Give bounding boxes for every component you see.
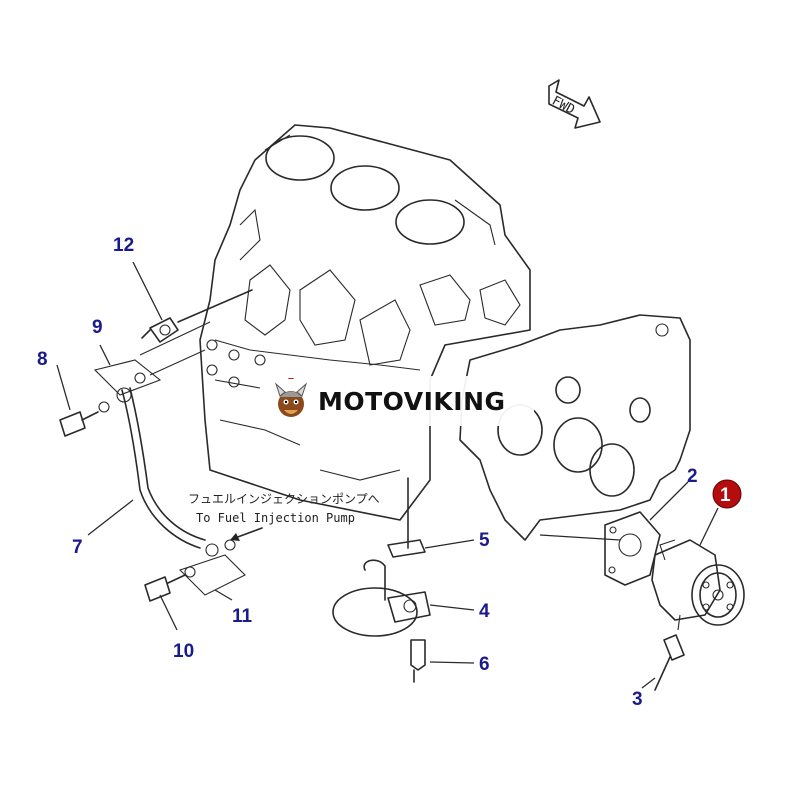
watermark-text: MOTOVIKING <box>318 386 506 416</box>
callout-1: 1 <box>720 485 731 506</box>
callout-4: 4 <box>479 601 490 622</box>
oil-pump-drawing <box>651 539 745 631</box>
fwd-label: FWD <box>549 94 577 118</box>
gear-case-plate-drawing <box>459 314 691 541</box>
callout-labels: 1 2 3 4 5 6 7 8 9 10 11 12 <box>37 235 742 710</box>
callout-8: 8 <box>37 349 48 370</box>
arrow-head-icon <box>230 533 240 541</box>
note-english: To Fuel Injection Pump <box>196 511 355 525</box>
engine-block-drawing <box>199 124 531 521</box>
forward-arrow-icon: FWD <box>548 79 601 129</box>
highlight-badge <box>712 479 742 509</box>
callout-5: 5 <box>479 530 490 551</box>
oil-pipe-drawing <box>59 321 246 602</box>
callout-3: 3 <box>632 689 643 710</box>
callout-9: 9 <box>92 317 103 338</box>
leader-lines <box>56 261 719 689</box>
note-japanese: フュエルインジェクションポンプへ <box>188 492 380 506</box>
pressure-switch-drawing <box>141 289 253 343</box>
watermark-banner: MOTOVIKING <box>262 376 534 426</box>
callout-12: 12 <box>113 235 134 256</box>
callout-11: 11 <box>232 606 253 627</box>
callout-7: 7 <box>72 537 83 558</box>
oil-strainer-drawing <box>332 477 431 683</box>
callout-10: 10 <box>173 641 194 662</box>
callout-2: 2 <box>687 466 698 487</box>
gasket-drawing <box>604 511 661 586</box>
callout-6: 6 <box>479 654 490 675</box>
fuel-injection-note: フュエルインジェクションポンプへ To Fuel Injection Pump <box>188 492 380 541</box>
viking-mascot-icon <box>274 378 308 417</box>
bolt-drawing-3 <box>654 634 685 691</box>
